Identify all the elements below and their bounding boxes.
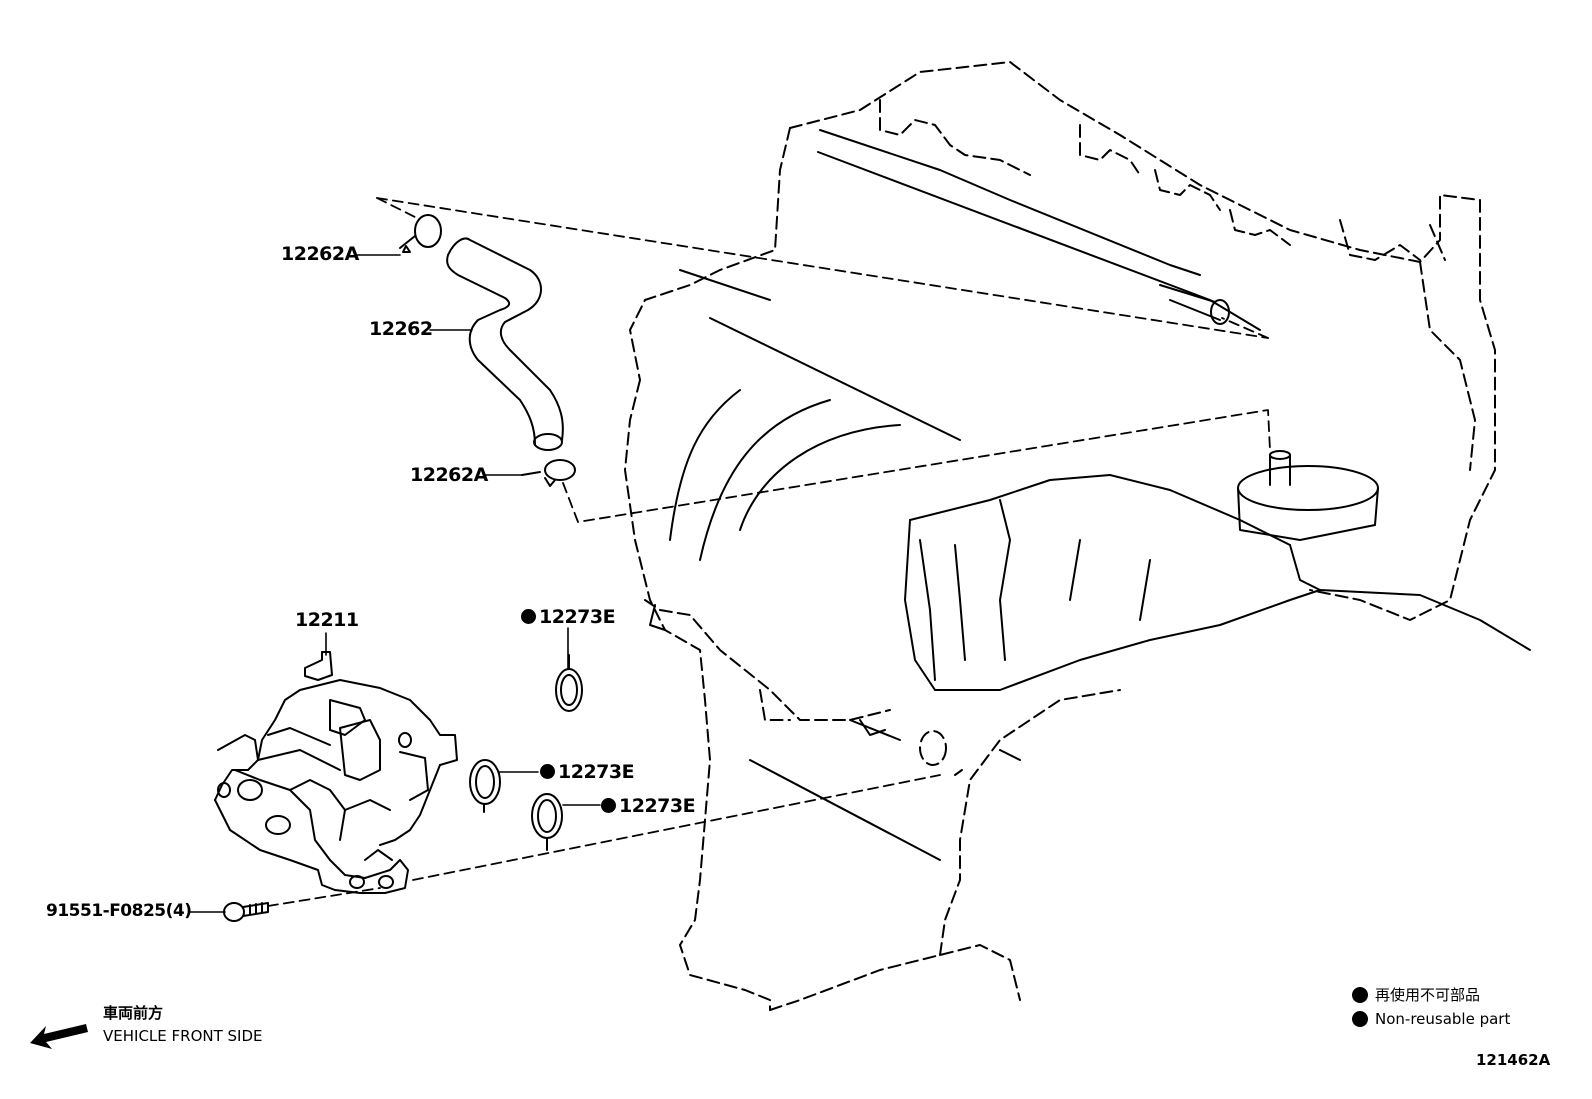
vehicle-front-label-jp: 車両前方 (103, 1004, 164, 1022)
gasket-low-part (531, 793, 563, 851)
legend-text-jp: 再使用不可部品 (1375, 986, 1481, 1004)
part-label-gasket-low: 12273E (601, 797, 696, 816)
filled-circle-icon (1352, 987, 1368, 1003)
hose-part (446, 237, 564, 451)
legend-row-jp: 再使用不可部品 (1352, 987, 1480, 1003)
oil-separator-part (214, 651, 458, 894)
part-label-bolt: 91551-F0825(4) (46, 901, 192, 921)
clip-bottom-part (521, 459, 576, 487)
assembly-guide-lines (267, 197, 1271, 907)
legend-text-en: Non-reusable part (1375, 1010, 1511, 1028)
vehicle-front-label-en: VEHICLE FRONT SIDE (103, 1027, 263, 1045)
bolt-part (223, 902, 269, 922)
clip-top-part (399, 214, 442, 253)
filled-circle-icon (1352, 1011, 1368, 1027)
part-label-hose: 12262 (369, 318, 433, 340)
part-label-gasket-mid: 12273E (540, 763, 635, 782)
gasket-mid-part (469, 759, 501, 813)
part-label-separator: 12211 (295, 609, 359, 631)
figure-number: 121462A (1476, 1051, 1551, 1069)
part-label-clip-bottom: 12262A (410, 464, 488, 486)
engine-solid-lines (649, 129, 1531, 861)
gasket-top-part (555, 654, 583, 712)
engine-phantom-outline (624, 61, 1496, 1011)
part-label-gasket-top: 12273E (521, 608, 616, 627)
legend-row-en: Non-reusable part (1352, 1011, 1510, 1027)
front-arrow-icon (30, 1024, 88, 1049)
engine-cover-details (879, 99, 1446, 261)
part-label-clip-top: 12262A (281, 243, 359, 265)
